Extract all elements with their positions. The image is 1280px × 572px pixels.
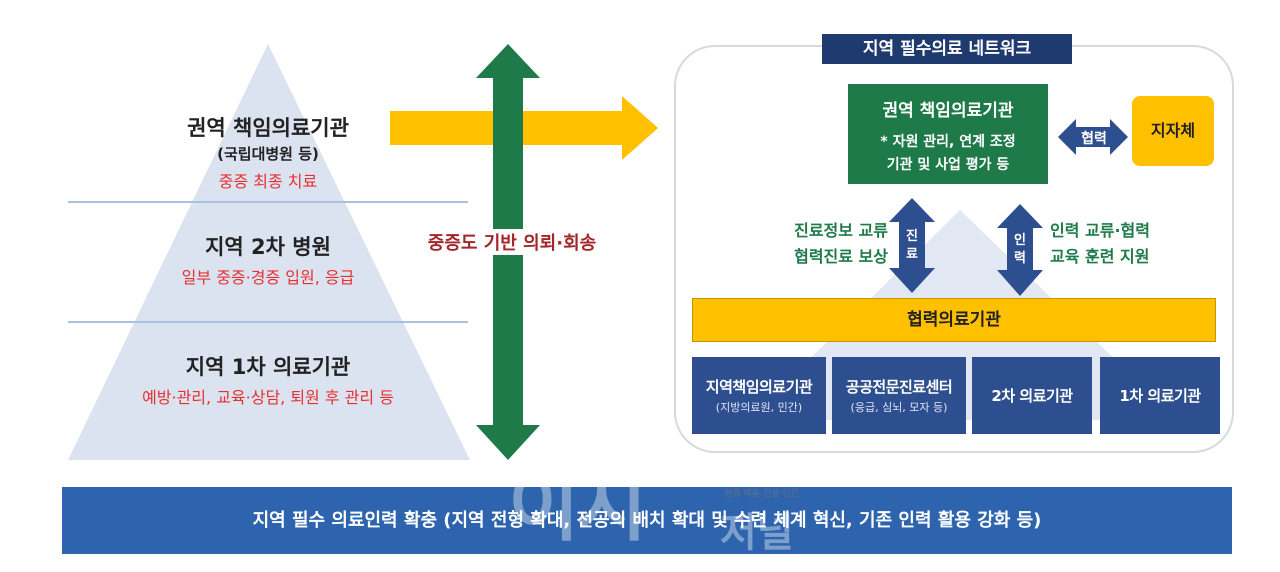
local-government-box: 지자체: [1132, 96, 1214, 166]
regional-center-line1: * 자원 관리, 연계 조정: [880, 134, 1016, 150]
regional-center-line2: 기관 및 사업 평가 등: [886, 157, 1010, 173]
tier1-role: 중증 최종 치료: [218, 172, 318, 191]
workforce-desc-line1: 인력 교류·협력: [1050, 221, 1150, 240]
care-desc-line2: 협력진료 보상: [794, 247, 888, 266]
tier2-title: 지역 2차 병원: [205, 235, 331, 259]
partner-specialty-name: 공공전문진료센터: [845, 378, 953, 396]
referral-label: 중증도 기반 의뢰·회송: [407, 229, 617, 255]
care-label-char-1: 진: [906, 229, 918, 244]
workforce-desc-line2: 교육 훈련 지원: [1050, 247, 1150, 266]
partner-regional-sub: (지방의료원, 민간): [715, 401, 803, 414]
cooperation-arrow: [1058, 119, 1128, 155]
care-arrow: [889, 198, 935, 293]
partner-primary-name: 1차 의료기관: [1119, 387, 1201, 405]
cooperation-label: 협력: [1081, 131, 1107, 147]
tier3-role: 예방·관리, 교육·상담, 퇴원 후 관리 등: [142, 388, 394, 407]
tier-divider-1: [68, 201, 468, 203]
partner-box-primary: 1차 의료기관: [1100, 357, 1220, 434]
partner-regional-name: 지역책임의료기관: [705, 378, 813, 396]
yellow-arrow: [390, 96, 658, 160]
partner-institutions-bar: 협력의료기관: [692, 298, 1216, 342]
network-title: 지역 필수의료 네트워크: [822, 34, 1072, 64]
workforce-label-char-1: 인: [1014, 233, 1026, 248]
watermark-tagline: 환경·예술·건설·인간: [724, 489, 799, 499]
workforce-arrow: [997, 204, 1043, 296]
partner-box-secondary: 2차 의료기관: [972, 357, 1092, 434]
workforce-label-char-2: 력: [1014, 251, 1026, 266]
workforce-description: 인력 교류·협력 교육 훈련 지원: [1050, 218, 1190, 270]
care-arrow-label: 진 료: [902, 228, 922, 264]
tier1-subtitle: (국립대병원 등): [217, 145, 319, 163]
workforce-arrow-label: 인 력: [1010, 232, 1030, 268]
tier-divider-2: [68, 321, 468, 323]
tier1-title: 권역 책임의료기관: [187, 116, 349, 140]
partner-specialty-sub: (응급, 심뇌, 모자 등): [850, 401, 948, 414]
tier3-title: 지역 1차 의료기관: [185, 355, 351, 379]
tier2-role: 일부 중증·경증 입원, 응급: [181, 268, 355, 287]
care-description: 진료정보 교류 협력진료 보상: [770, 218, 888, 270]
partner-secondary-name: 2차 의료기관: [991, 387, 1073, 405]
pyramid-shape: [68, 44, 470, 460]
watermark-logo: 이지: [508, 462, 648, 552]
regional-center-title: 권역 책임의료기관: [882, 101, 1014, 121]
care-label-char-2: 료: [906, 247, 918, 262]
partner-box-regional: 지역책임의료기관 (지방의료원, 민간): [692, 357, 826, 434]
regional-center-box: 권역 책임의료기관 * 자원 관리, 연계 조정 기관 및 사업 평가 등: [848, 84, 1048, 184]
partner-box-specialty: 공공전문진료센터 (응급, 심뇌, 모자 등): [832, 357, 966, 434]
care-desc-line1: 진료정보 교류: [794, 221, 888, 240]
footer-banner: 지역 필수 의료인력 확충 (지역 전형 확대, 전공의 배치 확대 및 수련 …: [62, 487, 1232, 554]
watermark-tail: 저널: [720, 510, 794, 556]
